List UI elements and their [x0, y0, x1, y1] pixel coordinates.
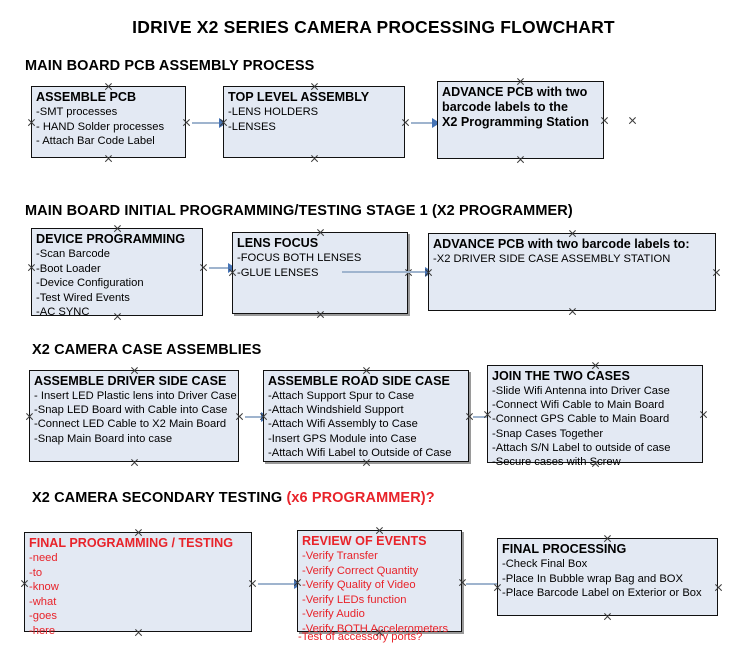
box-line: -know	[29, 581, 59, 594]
box-line: -Snap LED Board with Cable into Case	[34, 404, 228, 417]
box-line: -Verify Quality of Video	[302, 579, 416, 592]
section-header-case-assemblies: X2 CAMERA CASE ASSEMBLIES	[32, 342, 261, 358]
connector-arrow	[209, 263, 236, 273]
box-title: ASSEMBLE PCB	[36, 90, 137, 104]
box-line: -Connect LED Cable to X2 Main Board	[34, 418, 227, 431]
connector-arrow	[258, 579, 302, 589]
box-title: ADVANCE PCB with two barcode labels to:	[433, 237, 690, 251]
box-advance-pcb-programming-station[interactable]: ADVANCE PCB with two barcode labels to t…	[437, 81, 604, 159]
box-line: -need	[29, 552, 58, 564]
section-header-pcb-assembly: MAIN BOARD PCB ASSEMBLY PROCESS	[25, 58, 314, 74]
box-line: -goes	[29, 610, 57, 623]
box-title: REVIEW OF EVENTS	[302, 534, 427, 548]
box-top-level-assembly[interactable]: TOP LEVEL ASSEMBLY -LENS HOLDERS -LENSES	[223, 86, 405, 158]
section-header-text: X2 CAMERA CASE ASSEMBLIES	[32, 342, 262, 358]
box-line: -here	[29, 624, 56, 637]
box-lens-focus[interactable]: LENS FOCUS -FOCUS BOTH LENSES -GLUE LENS…	[232, 232, 408, 314]
box-title: TOP LEVEL ASSEMBLY	[228, 90, 370, 104]
box-line: -Scan Barcode	[36, 248, 111, 260]
section-header-text: MAIN BOARD INITIAL PROGRAMMING/TESTING S…	[25, 203, 573, 219]
box-line: -Device Configuration	[36, 277, 144, 290]
box-line: -Connect GPS Cable to Main Board	[492, 413, 670, 426]
box-line: -Attach Support Spur to Case	[268, 390, 415, 402]
box-join-the-two-cases[interactable]: JOIN THE TWO CASES -Slide Wifi Antenna i…	[487, 365, 703, 468]
box-final-processing[interactable]: FINAL PROCESSING -Check Final Box -Place…	[497, 538, 718, 616]
box-line: -Snap Main Board into case	[34, 432, 173, 445]
box-line: -GLUE LENSES	[237, 266, 319, 279]
box-line: -Attach Windshield Support	[268, 404, 404, 417]
box-line: -SMT processes	[36, 106, 118, 118]
box-line: -LENS HOLDERS	[228, 106, 319, 118]
connector-arrow	[466, 579, 506, 589]
box-line: -Verify Correct Quantity	[302, 564, 419, 577]
connector-arrow	[411, 118, 440, 128]
box-line: X2 Programming Station	[442, 115, 589, 129]
box-line: -Check Final Box	[502, 558, 588, 570]
box-line: -Attach Wifi Label to Outside of Case	[268, 446, 452, 459]
box-advance-pcb-driver-side-station[interactable]: ADVANCE PCB with two barcode labels to: …	[428, 233, 716, 311]
box-line: -X2 DRIVER SIDE CASE ASSEMBLY STATION	[433, 253, 671, 265]
box-title: JOIN THE TWO CASES	[492, 369, 630, 383]
box-title: FINAL PROCESSING	[502, 542, 627, 556]
box-line: - Insert LED Plastic lens into Driver Ca…	[34, 390, 237, 402]
box-line: - Attach Bar Code Label	[36, 135, 155, 148]
section-header-text: MAIN BOARD PCB ASSEMBLY PROCESS	[25, 58, 315, 74]
box-title: FINAL PROGRAMMING / TESTING	[29, 536, 234, 550]
connector-arrow	[473, 412, 495, 422]
box-line: -Verify Audio	[302, 608, 365, 621]
box-line: -Verify Transfer	[302, 550, 378, 562]
section-header-secondary-testing: X2 CAMERA SECONDARY TESTING (x6 PROGRAMM…	[32, 490, 435, 506]
box-line: -Verify BOTH Accelerometers	[302, 622, 449, 635]
box-line: -Test Wired Events	[36, 291, 130, 304]
box-line: -Place In Bubble wrap Bag and BOX	[502, 572, 683, 585]
box-line: barcode labels to the	[442, 100, 568, 114]
box-title: ADVANCE PCB with two	[442, 85, 588, 99]
box-line-overflow: -Test of accessory ports?	[298, 631, 423, 643]
page-title: IDRIVE X2 SERIES CAMERA PROCESSING FLOWC…	[132, 17, 615, 37]
box-review-of-events[interactable]: REVIEW OF EVENTS -Verify Transfer -Verif…	[297, 530, 462, 635]
section-header-text: X2 CAMERA SECONDARY TESTING	[32, 490, 287, 506]
box-line: -Verify LEDs function	[302, 593, 407, 606]
box-line: -Boot Loader	[36, 262, 101, 275]
section-header-accent: (x6 PROGRAMMER)?	[286, 490, 435, 506]
box-line: - HAND Solder processes	[36, 120, 165, 133]
box-line: -Snap Cases Together	[492, 427, 604, 440]
connector-arrow	[342, 267, 433, 277]
box-device-programming[interactable]: DEVICE PROGRAMMING -Scan Barcode -Boot L…	[31, 228, 203, 318]
box-line: -Connect Wifi Cable to Main Board	[492, 399, 665, 412]
section-header-initial-programming: MAIN BOARD INITIAL PROGRAMMING/TESTING S…	[25, 203, 573, 219]
connector-arrow	[245, 412, 269, 422]
arrowhead-icon	[432, 118, 440, 128]
box-line: -Attach S/N Label to outside of case	[492, 441, 671, 454]
box-line: -LENSES	[228, 120, 276, 133]
box-assemble-road-side-case[interactable]: ASSEMBLE ROAD SIDE CASE -Attach Support …	[263, 370, 469, 462]
box-line: -Attach Wifi Assembly to Case	[268, 418, 418, 431]
box-title: ASSEMBLE DRIVER SIDE CASE	[34, 374, 227, 388]
box-line: -what	[29, 595, 57, 608]
box-final-programming-testing[interactable]: FINAL PROGRAMMING / TESTING -need -to -k…	[24, 532, 252, 637]
connector-arrow	[192, 118, 227, 128]
box-title: DEVICE PROGRAMMING	[36, 232, 186, 246]
box-line: -to	[29, 566, 43, 579]
box-line: -Secure cases with Screw	[492, 456, 621, 469]
selection-handle[interactable]	[628, 116, 637, 125]
box-line: -Place Barcode Label on Exterior or Box	[502, 587, 702, 600]
box-line: -AC SYNC	[36, 306, 90, 319]
box-line: -Slide Wifi Antenna into Driver Case	[492, 385, 670, 397]
box-title: ASSEMBLE ROAD SIDE CASE	[268, 374, 450, 388]
box-line: -FOCUS BOTH LENSES	[237, 252, 362, 264]
box-title: LENS FOCUS	[237, 236, 319, 250]
box-assemble-driver-side-case[interactable]: ASSEMBLE DRIVER SIDE CASE - Insert LED P…	[29, 370, 239, 462]
box-assemble-pcb[interactable]: ASSEMBLE PCB -SMT processes - HAND Solde…	[31, 86, 186, 158]
box-line: -Insert GPS Module into Case	[268, 432, 417, 445]
